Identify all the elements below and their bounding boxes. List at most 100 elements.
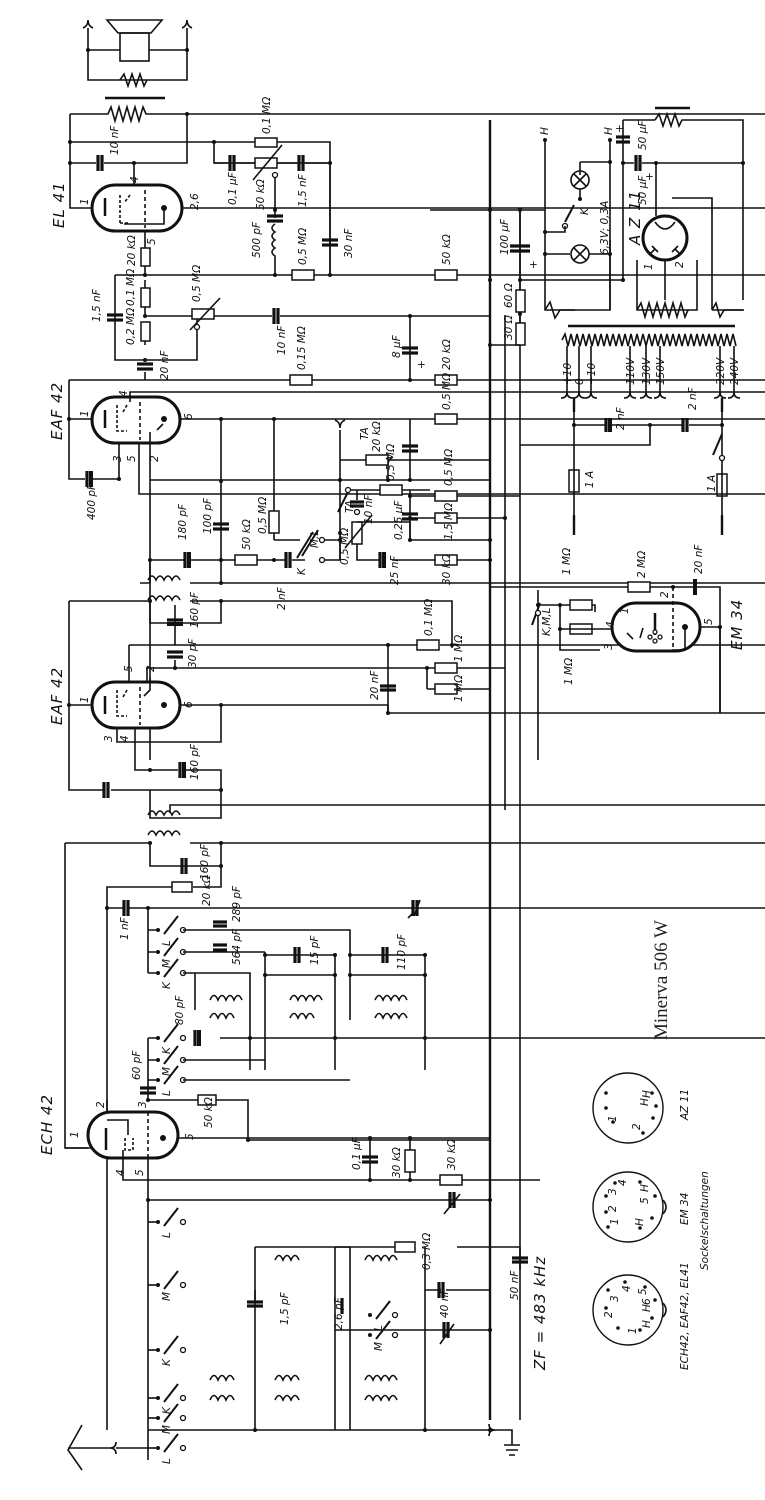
band-switch-af[interactable]	[301, 529, 319, 557]
osc-switch-L2[interactable]	[163, 1065, 179, 1085]
svg-text:10 nF: 10 nF	[363, 494, 375, 524]
svg-text:2 nF: 2 nF	[615, 406, 627, 430]
if-stage: 2 nF 160 pF 30 pF 0,1 MΩ 1 MΩ 1 MΩ 20 nF…	[48, 560, 765, 798]
svg-text:5: 5	[639, 1197, 651, 1204]
switch-label: L	[161, 1458, 173, 1464]
socket-az11: 1 2 H H AZ 11	[592, 1072, 691, 1144]
speaker	[82, 19, 193, 89]
tube-label-eaf42-if: EAF 42	[48, 667, 66, 725]
mains-tap-label: 220V	[715, 357, 727, 385]
input-coil	[364, 1374, 398, 1382]
svg-text:160 pF: 160 pF	[199, 843, 211, 880]
svg-text:1 MΩ: 1 MΩ	[453, 635, 465, 662]
svg-text:60 Ω: 60 Ω	[503, 283, 515, 308]
mixer-stage: ECH 42 1 2 3 4 5 5 0,1 µF 30 kΩ 30 kΩ	[38, 1094, 540, 1460]
svg-text:564 pF: 564 pF	[231, 928, 243, 965]
input-coil	[209, 1394, 235, 1402]
svg-text:500 pF: 500 pF	[251, 221, 263, 258]
svg-text:25 nF: 25 nF	[389, 555, 401, 585]
svg-text:1: 1	[627, 1327, 639, 1334]
svg-text:EM 34: EM 34	[679, 1193, 691, 1225]
power-switch[interactable]	[564, 204, 575, 223]
svg-text:+: +	[645, 171, 654, 183]
mains-tap[interactable]	[572, 346, 586, 399]
osc-switch-K2[interactable]	[163, 1023, 179, 1043]
resistor-0.1M-agc	[416, 639, 440, 651]
svg-text:H: H	[641, 1304, 653, 1312]
svg-text:4: 4	[621, 1285, 633, 1292]
svg-text:2: 2	[631, 1123, 643, 1130]
svg-text:100 pF: 100 pF	[202, 497, 214, 534]
resistor-20k-screen	[140, 247, 151, 267]
svg-text:0,1 MΩ: 0,1 MΩ	[423, 599, 435, 636]
svg-text:50 µF: 50 µF	[637, 175, 649, 205]
svg-text:2: 2	[95, 1101, 107, 1108]
svg-text:6: 6	[183, 413, 195, 420]
svg-text:H: H	[639, 1098, 651, 1106]
osc-switch-M[interactable]	[163, 937, 179, 957]
svg-text:5: 5	[184, 1133, 196, 1140]
if-transformer-1: 160 pF 20 kΩ	[65, 790, 765, 1430]
svg-text:3: 3	[609, 1295, 621, 1302]
svg-text:4: 4	[605, 621, 617, 628]
volume-potentiometer[interactable]	[191, 308, 215, 320]
svg-text:1,5 pF: 1,5 pF	[279, 1291, 291, 1325]
svg-text:1: 1	[69, 1131, 81, 1138]
svg-text:180 pF: 180 pF	[177, 503, 189, 540]
svg-text:2: 2	[603, 1311, 615, 1318]
svg-text:0,5 MΩ: 0,5 MΩ	[257, 497, 269, 534]
input-switch-L2[interactable]	[375, 1300, 391, 1320]
svg-text:20 kΩ: 20 kΩ	[126, 235, 138, 266]
pickup-switch[interactable]	[337, 491, 349, 513]
mains-tap-label: 130V	[641, 357, 653, 385]
mains-switch[interactable]	[712, 433, 723, 456]
switch-label: K	[161, 981, 173, 989]
svg-text:0,5 MΩ: 0,5 MΩ	[441, 373, 453, 410]
input-coil	[364, 1254, 398, 1262]
svg-text:1: 1	[643, 263, 655, 270]
input-coil	[274, 1394, 300, 1402]
speaker-winding	[119, 71, 148, 89]
input-coil	[209, 1374, 235, 1382]
input-switch-2[interactable]	[163, 1335, 179, 1355]
svg-text:4: 4	[617, 1179, 629, 1186]
svg-text:3: 3	[607, 1188, 619, 1195]
osc-coil	[289, 1012, 315, 1020]
svg-text:50 nF: 50 nF	[509, 1270, 521, 1300]
switch-label: M	[373, 1342, 385, 1351]
svg-text:20 kΩ: 20 kΩ	[441, 339, 453, 370]
variable-capacitor-input[interactable]	[439, 1323, 455, 1345]
svg-text:6,3V; 0,3A: 6,3V; 0,3A	[599, 201, 611, 255]
speaker-cone-icon	[105, 19, 164, 34]
pickup-jack-1[interactable]	[334, 419, 346, 429]
socket-em34: 1 2 3 4 5 H H EM 34	[592, 1171, 691, 1243]
potentiometer-50k-tone[interactable]	[254, 157, 278, 169]
svg-text:289 pF: 289 pF	[231, 885, 243, 922]
mains-tap-label: 0	[574, 378, 586, 385]
socket-ech42-eaf42-el41: 3 2 1 4 5 H H 6 ECH42, EAF42, EL41	[592, 1262, 691, 1370]
svg-text:1,5 nF: 1,5 nF	[91, 288, 103, 322]
svg-text:0,3 MΩ: 0,3 MΩ	[421, 1233, 433, 1270]
svg-text:2: 2	[674, 261, 686, 268]
osc-switch-M2[interactable]	[163, 1045, 179, 1065]
svg-text:H: H	[603, 127, 615, 135]
svg-text:4: 4	[115, 1169, 127, 1176]
svg-text:ECH42, EAF42, EL41: ECH42, EAF42, EL41	[679, 1262, 691, 1370]
input-switch-0[interactable]	[163, 1207, 179, 1227]
svg-text:H: H	[641, 1090, 653, 1098]
osc-switch-L[interactable]	[163, 915, 179, 935]
input-switch-3[interactable]	[163, 1383, 179, 1403]
svg-text:160 pF: 160 pF	[189, 591, 201, 628]
input-switch-4[interactable]	[163, 1403, 179, 1423]
svg-text:H: H	[639, 1184, 651, 1192]
tube-label-eaf42-af: EAF 42	[48, 382, 66, 440]
svg-text:1 MΩ: 1 MΩ	[563, 658, 575, 685]
power-supply: H H K 6,3V; 0,3A + 50 µF + 50 µF	[430, 106, 745, 1420]
switch-label: K	[161, 1406, 173, 1414]
osc-switch-K[interactable]	[163, 958, 179, 978]
input-switch-1[interactable]	[163, 1270, 179, 1290]
input-switch-5[interactable]	[163, 1433, 179, 1453]
svg-text:2 nF: 2 nF	[687, 386, 699, 410]
svg-text:30 nF: 30 nF	[343, 228, 355, 258]
variable-capacitor-mixer[interactable]	[443, 1193, 461, 1215]
